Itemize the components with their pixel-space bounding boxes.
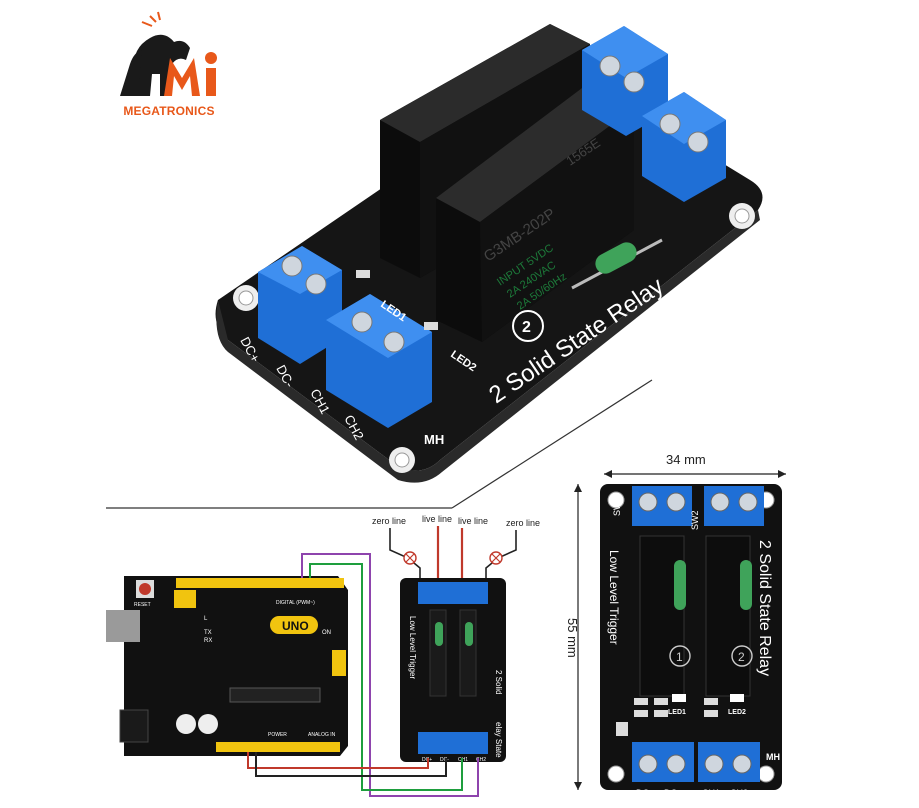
sw1-label: SW1 [612,496,622,516]
solid-state-relay-2: G3MB-202P 1565E INPUT 5VDC 2A 240VAC 2A … [436,82,634,342]
led-2 [424,322,438,330]
input-terminal-block-1 [258,246,342,364]
smd-components [616,694,744,736]
dim-label-dc-plus: DC+ [636,788,654,798]
reset-label: RESET [134,602,151,608]
line-label-zero-2: zero line [506,518,540,528]
main-relay-board: G3MB-202P G3MB-202P 1565E INPUT 5VDC 2A … [215,24,763,483]
wiring-diagram: zero line live line live line zero line … [106,514,540,797]
pin-label-tx: TX [204,630,212,636]
small-board-side-text: Low Level Trigger [408,616,417,679]
power-label: POWER [268,732,287,738]
screw-icon [623,71,645,93]
output-terminal-block-1 [582,26,668,136]
line-label-live-2: live line [458,516,488,526]
screw-icon [732,754,752,774]
screw-icon [666,754,686,774]
pin-label-l: L [204,616,208,622]
led-2-label: LED2 [728,709,746,716]
screw-icon [638,492,658,512]
led-1 [356,270,370,278]
small-pin-ch1: CH1 [458,757,468,763]
channel-1-circle [669,645,691,667]
channel-2-number: 2 [738,650,745,664]
screw-icon [704,754,724,774]
width-dimension: 34 mm [666,452,706,467]
screw-icon [383,331,405,353]
microcontroller-chip [229,687,321,703]
pin-label-on: ON [322,630,331,636]
bottom-terminal-block [418,732,488,754]
maker-mark: MH [424,432,444,447]
ssr-1 [639,535,685,697]
small-pin-dc-minus: DC- [440,757,449,763]
small-pin-ch2: CH2 [476,757,486,763]
output-terminal-block-2 [642,92,726,202]
gorilla-logo-icon [120,11,217,96]
small-board-title: 2 Solid [494,670,503,694]
usb-port [106,610,140,642]
small-relay-board: Low Level Trigger 2 Solid elay State DC+… [400,578,506,763]
capacitor [176,714,196,734]
channel-2-circle [731,645,753,667]
wire-purple [301,553,479,797]
dc-jack [119,709,149,743]
sw2-label: SW2 [690,510,700,530]
channel-number: 2 [522,319,531,336]
screw-icon [738,492,758,512]
led-1 [672,694,686,702]
screw-icon [599,55,621,77]
mount-hole [607,765,625,783]
small-board-title-2: elay State [494,722,503,758]
line-label-live-1: live line [422,514,452,524]
wire-black [255,752,447,777]
icsp-header [332,650,346,676]
height-dimension: 55 mm [565,618,580,658]
dim-maker-mark: MH [766,752,780,762]
low-level-trigger-label: Low Level Trigger [607,550,621,645]
led-2 [730,694,744,702]
arduino-uno-board: RESET DIGITAL (PWM~) POWER ANALOG IN UNO… [106,576,348,756]
dim-label-ch2: CH2 [730,788,748,798]
screw-icon [710,492,730,512]
uno-label: UNO [282,619,309,633]
screw-icon [281,255,303,277]
led-1-label: LED1 [668,709,686,716]
brand-logo: MEGATRONICS [112,8,234,120]
line-label-zero-1: zero line [372,516,406,526]
screw-icon [687,131,709,153]
screw-icon [666,492,686,512]
dimension-board-title: 2 Solid State Relay [756,540,773,676]
channel-circle [512,310,544,342]
top-terminal-block [418,582,488,604]
pin-label-rx: RX [204,638,212,644]
brand-name: MEGATRONICS [123,104,215,118]
mount-hole [757,765,775,783]
channel-1-number: 1 [676,650,683,664]
analog-label: ANALOG IN [308,732,336,738]
uno-badge [270,616,318,634]
screw-icon [659,113,681,135]
screw-icon [305,273,327,295]
digital-label: DIGITAL (PWM~) [276,600,315,606]
screw-icon [638,754,658,774]
dimension-view: 34 mm 55 mm SW1 SW2 Low Level Trigger 2 … [565,452,786,798]
fuse-1 [674,560,686,610]
mount-hole [607,491,625,509]
icsp2-header [174,590,196,608]
fuse-component [571,238,663,290]
input-terminal-block-2 [326,294,432,428]
digital-header [176,578,344,588]
wire-green [309,563,463,791]
fuse-2 [740,560,752,610]
section-divider [106,379,653,509]
ssr-2 [705,535,751,697]
screw-icon [351,311,373,333]
wire-red [247,752,429,769]
power-analog-header [216,742,340,752]
dim-label-ch1: CH1 [702,788,720,798]
capacitor [198,714,218,734]
dim-label-dc-minus: DC- [664,788,680,798]
